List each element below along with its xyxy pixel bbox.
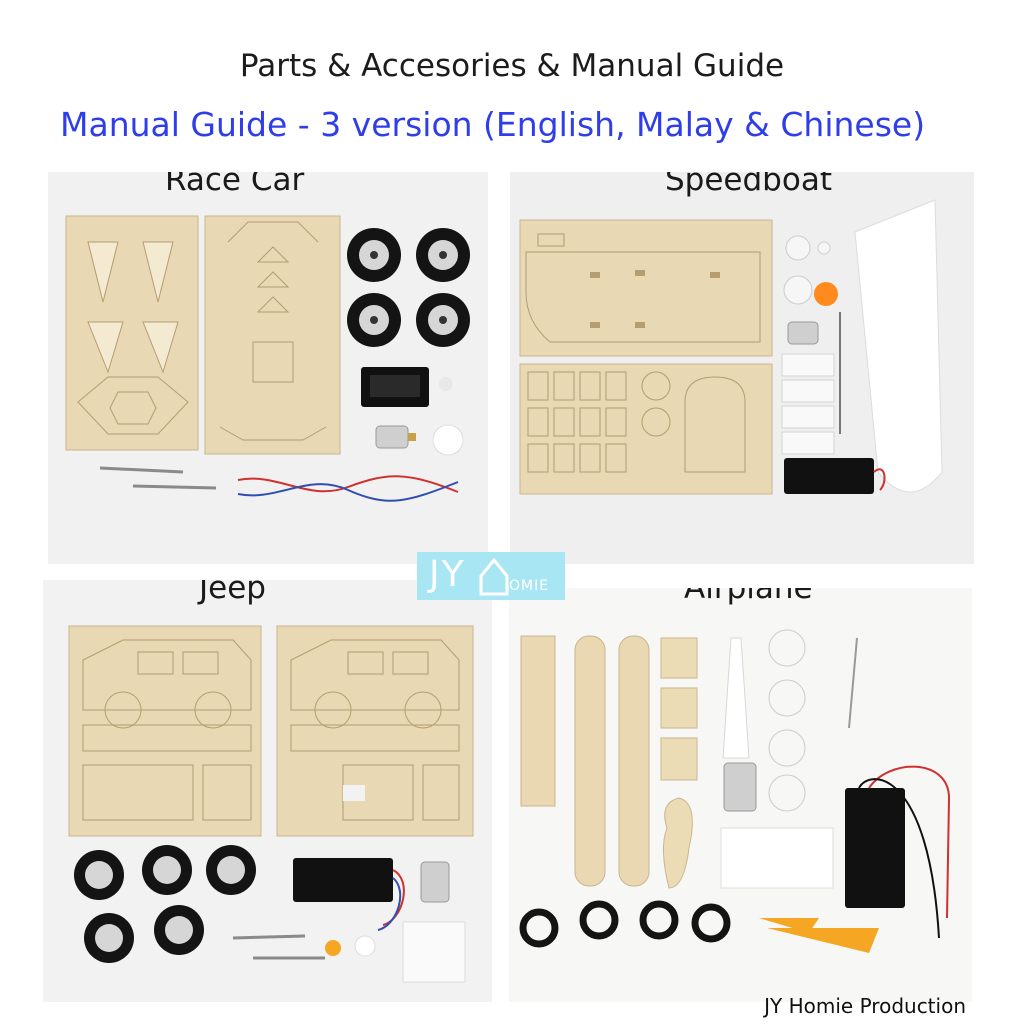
jeep-parts-photo [68,625,474,983]
page-title: Parts & Accesories & Manual Guide [239,48,785,84]
wheel-icon [347,228,470,347]
logo-jy-text: JY [429,554,466,595]
speedboat-label: Speedboat [665,172,832,198]
speedboat-panel: Speedboat [510,172,974,564]
race-car-panel: Race Car [48,172,488,564]
race-car-parts-photo [65,215,470,502]
airplane-label: Airplane [684,588,813,606]
airplane-parts-photo [519,629,951,953]
jeep-label: Jeep [199,580,266,606]
footer-credit: JY Homie Production [764,994,966,1018]
house-icon [479,557,509,596]
jy-homie-logo: JY OMIE [417,552,565,600]
page-subtitle: Manual Guide - 3 version (English, Malay… [60,105,926,144]
speedboat-parts-photo [519,199,943,495]
race-car-label: Race Car [165,172,305,198]
jeep-panel: Jeep [43,580,492,1002]
logo-sub-text: OMIE [509,578,550,594]
airplane-panel: Airplane [509,588,972,1002]
